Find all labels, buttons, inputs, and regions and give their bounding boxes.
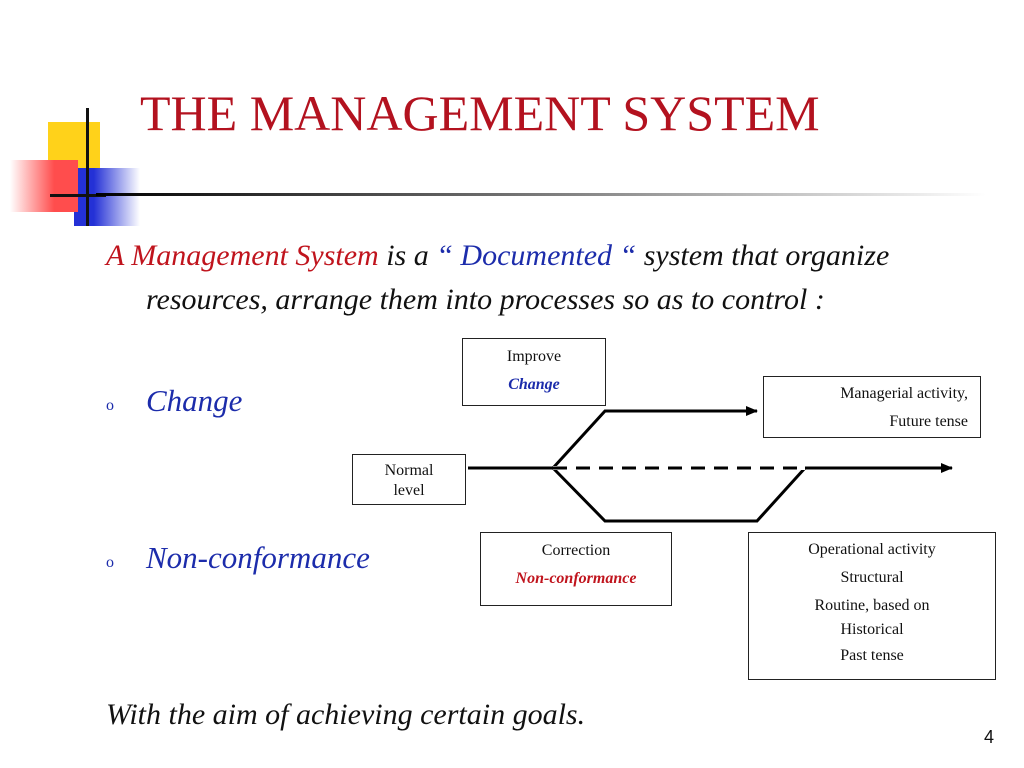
improve-box: Improve Change xyxy=(462,338,606,406)
title-divider xyxy=(96,193,986,196)
correction-path xyxy=(551,466,807,523)
improvement-path xyxy=(551,406,758,470)
normal-level-box: Normal level xyxy=(352,454,466,505)
bullet-non-conformance: Non-conformance xyxy=(146,540,370,575)
intro-term: A Management System xyxy=(106,239,379,272)
page-number: 4 xyxy=(984,727,995,747)
intro-connector: is a xyxy=(378,239,437,272)
bullet-marker: o xyxy=(106,554,114,571)
page-title: THE MANAGEMENT SYSTEM xyxy=(140,85,820,141)
intro-rest: system that organize resources, arrange … xyxy=(146,239,890,316)
overlapping-squares-icon xyxy=(10,108,140,228)
bullet-marker: o xyxy=(106,397,114,414)
closing-statement: With the aim of achieving certain goals. xyxy=(106,698,586,731)
operational-box: Operational activity Structural Routine,… xyxy=(748,532,996,680)
correction-box: Correction Non-conformance xyxy=(480,532,672,606)
intro-documented: “ Documented “ xyxy=(436,239,637,272)
bullet-change: Change xyxy=(146,383,243,418)
managerial-box: Managerial activity, Future tense xyxy=(763,376,981,438)
intro-paragraph: A Management System is a “ Documented “ … xyxy=(106,234,986,322)
